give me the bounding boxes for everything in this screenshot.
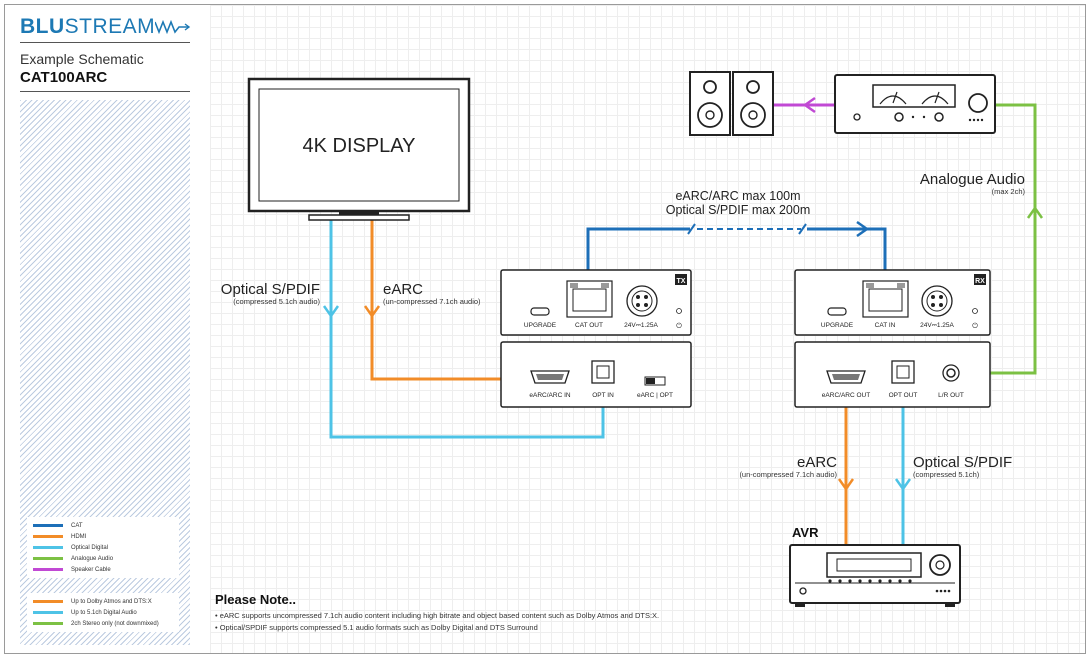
rx-lr-label: L/R OUT xyxy=(938,392,964,399)
rj45-port-icon xyxy=(566,280,613,318)
earc-left-sub: (un-compressed 7.1ch audio) xyxy=(383,297,481,306)
tx-opt-label: OPT IN xyxy=(592,392,614,399)
rx-opt-label: OPT OUT xyxy=(889,392,918,399)
speaker-arrow-icon xyxy=(802,96,816,114)
logo-wave-icon xyxy=(154,19,191,35)
earc-right-sub: (un-compressed 7.1ch audio) xyxy=(739,470,837,479)
cable-legend: CAT HDMI Optical Digital Analogue Audio … xyxy=(27,517,179,578)
legend-item: Speaker Cable xyxy=(33,564,173,575)
optical-left-label: Optical S/PDIF xyxy=(221,281,320,298)
legend-swatch xyxy=(33,611,63,614)
power-socket-icon xyxy=(921,285,953,317)
hdmi-port-icon xyxy=(530,370,570,384)
model-name: CAT100ARC xyxy=(20,69,108,86)
amplifier-icon xyxy=(834,74,996,134)
optical-right-sub: (compressed 5.1ch) xyxy=(913,470,980,479)
power-socket-icon xyxy=(626,285,658,317)
rx-cat-label: CAT IN xyxy=(875,322,896,329)
led-indicator-icon xyxy=(972,308,978,314)
rx-badge: RX xyxy=(975,278,985,285)
distance-optical-label: Optical S/PDIF max 200m xyxy=(666,203,811,217)
legend-item: 2ch Stereo only (not downmixed) xyxy=(33,618,173,629)
mode-switch-icon xyxy=(644,376,666,386)
usb-port-icon xyxy=(827,307,847,316)
tx-badge: TX xyxy=(677,278,686,285)
brand-logo: BLUSTREAM xyxy=(20,15,191,39)
legend-swatch xyxy=(33,535,63,538)
usb-port-icon xyxy=(530,307,550,316)
legend-swatch xyxy=(33,546,63,549)
tx-unit: TX UPGRADE CAT OUT 24V⎓1.25A ⏻ eARC/ARC … xyxy=(500,269,692,408)
speakers-icon xyxy=(689,71,774,136)
display-label: 4K DISPLAY xyxy=(302,135,415,157)
optical-port-icon xyxy=(591,360,615,384)
schematic-drawing: 4K DISPLAY TX UPGRADE CAT OUT 24V⎓1.25A … xyxy=(221,71,1044,607)
tv-display: 4K DISPLAY xyxy=(247,77,471,221)
legend-item: CAT xyxy=(33,520,173,531)
tx-cat-label: CAT OUT xyxy=(575,322,603,329)
cat-arrow-icon xyxy=(856,220,870,238)
legend-swatch xyxy=(33,622,63,625)
analogue-arrow-icon xyxy=(1026,205,1044,219)
tx-power-label: 24V⎓1.25A xyxy=(624,322,658,329)
earc-cable-display-tx xyxy=(370,217,535,381)
tx-switch-label: eARC | OPT xyxy=(637,392,673,399)
cable-break-mark xyxy=(798,223,807,235)
sidebar-divider xyxy=(20,42,190,43)
tx-upgrade-label: UPGRADE xyxy=(524,322,557,329)
schematic-frame: BLUSTREAM Example Schematic CAT100ARC CA… xyxy=(4,4,1086,654)
led-indicator-icon xyxy=(676,308,682,314)
legend-swatch xyxy=(33,524,63,527)
legend-swatch xyxy=(33,557,63,560)
legend-swatch xyxy=(33,600,63,603)
optical-port-icon xyxy=(891,360,915,384)
legend-item: Optical Digital xyxy=(33,542,173,553)
note-item: • eARC supports uncompressed 7.1ch audio… xyxy=(215,611,660,620)
optical-right-label: Optical S/PDIF xyxy=(913,454,1012,471)
format-legend: Up to Dolby Atmos and DTS:X Up to 5.1ch … xyxy=(27,593,179,632)
analogue-label: Analogue Audio xyxy=(920,171,1025,188)
distance-cat-label: eARC/ARC max 100m xyxy=(675,189,800,203)
rj45-port-icon xyxy=(862,280,909,318)
cat-cable-left xyxy=(586,227,690,288)
hdmi-port-icon xyxy=(826,370,866,384)
rx-power-label: 24V⎓1.25A xyxy=(920,322,954,329)
cable-break-mark xyxy=(687,223,696,235)
cat-cable-right xyxy=(807,227,887,288)
analogue-cable-rx-amp xyxy=(960,103,1037,375)
rx-hdmi-label: eARC/ARC OUT xyxy=(822,392,870,399)
legend-item: HDMI xyxy=(33,531,173,542)
earc-left-label: eARC xyxy=(383,281,423,298)
rx-upgrade-label: UPGRADE xyxy=(821,322,854,329)
optical-left-sub: (compressed 5.1ch audio) xyxy=(233,297,320,306)
optical-arrow-icon xyxy=(894,478,912,492)
avr-label: AVR xyxy=(792,525,819,540)
schematic-subtitle: Example Schematic xyxy=(20,51,144,67)
power-symbol-icon: ⏻ xyxy=(676,322,682,330)
note-item: • Optical/SPDIF supports compressed 5.1 … xyxy=(215,623,538,632)
sidebar: BLUSTREAM Example Schematic CAT100ARC CA… xyxy=(5,5,205,653)
legend-item: Up to Dolby Atmos and DTS:X xyxy=(33,596,173,607)
tx-hdmi-label: eARC/ARC IN xyxy=(529,392,570,399)
legend-swatch xyxy=(33,568,63,571)
audio-jack-icon xyxy=(942,364,960,382)
earc-arrow-icon xyxy=(363,305,381,319)
legend-item: Up to 5.1ch Digital Audio xyxy=(33,607,173,618)
sidebar-divider xyxy=(20,91,190,92)
earc-right-label: eARC xyxy=(797,454,837,471)
earc-arrow-icon xyxy=(837,478,855,492)
legend-item: Analogue Audio xyxy=(33,553,173,564)
rx-unit: RX UPGRADE CAT IN 24V⎓1.25A ⏻ eARC/ARC O… xyxy=(794,269,991,408)
power-symbol-icon: ⏻ xyxy=(972,322,978,330)
notes-title: Please Note.. xyxy=(215,592,296,607)
avr-icon: AVR xyxy=(789,525,961,607)
analogue-sub: (max 2ch) xyxy=(992,187,1026,196)
optical-arrow-icon xyxy=(322,305,340,319)
